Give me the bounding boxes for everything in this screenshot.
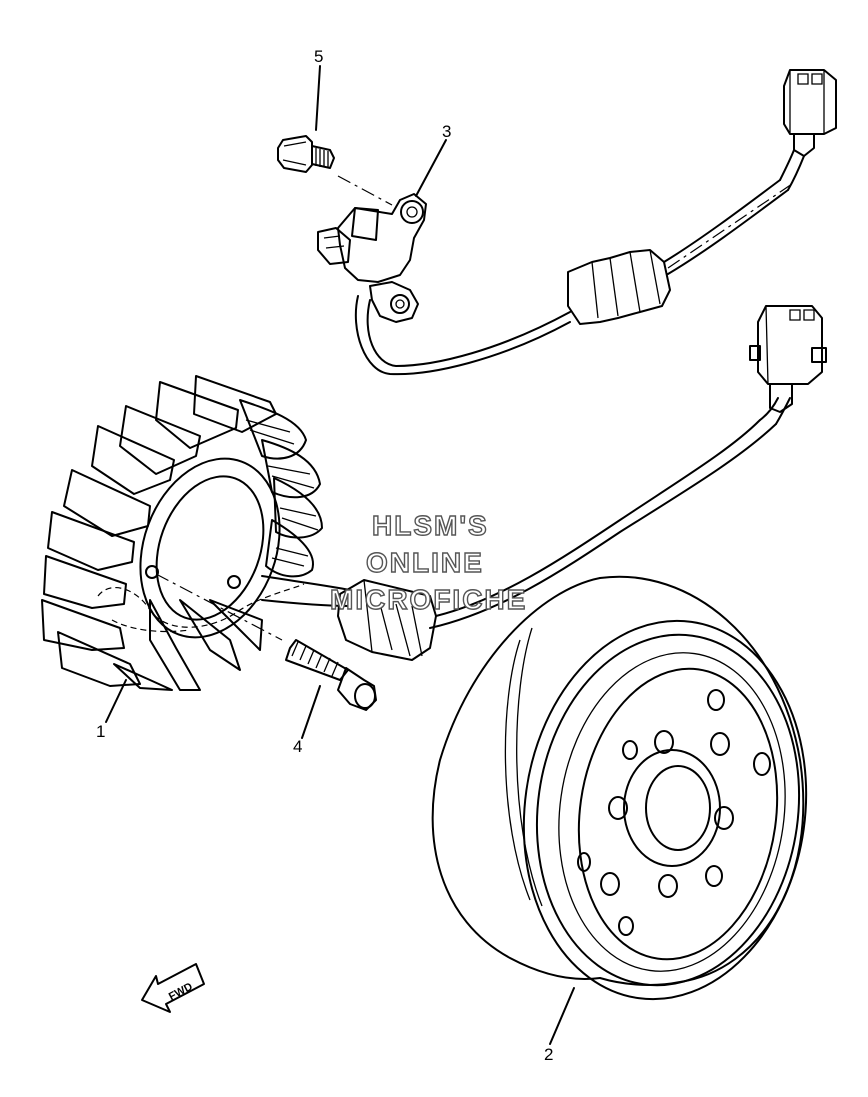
callout-3: 3 [442,122,451,141]
callout-5: 5 [314,47,323,66]
leader-2 [549,987,575,1045]
callout-1: 1 [96,722,105,741]
watermark-line-3: MICROFICHE [329,583,528,615]
flywheel-part-2[interactable] [431,575,830,1018]
bolt-part-5[interactable] [277,135,335,173]
connector-middle[interactable] [749,305,827,425]
leader-1 [105,679,127,723]
screw-part-4[interactable] [285,639,377,711]
stator-connector[interactable] [337,419,777,661]
watermark-line-2: ONLINE [365,546,484,578]
callout-4: 4 [293,737,302,756]
leader-3 [415,139,447,197]
connector-top[interactable] [779,69,837,191]
stator-part-1[interactable] [41,375,351,691]
callout-2: 2 [544,1045,553,1064]
leader-5 [315,65,321,131]
fwd-label: FWD [167,981,195,1003]
wire-grommet [567,179,789,325]
pickup-coil-part-3[interactable] [317,193,571,376]
watermark-line-1: HLSM'S [371,509,489,541]
leader-4 [301,685,321,739]
fwd-arrow-icon: FWD [141,963,205,1013]
